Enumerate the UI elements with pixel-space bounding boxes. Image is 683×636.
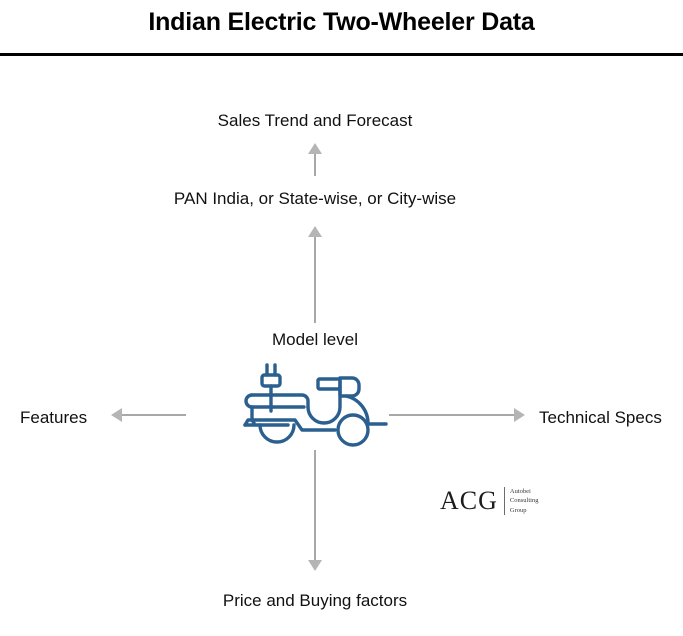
arrow-head-right-icon <box>514 408 525 422</box>
electric-scooter-glyph <box>243 363 388 447</box>
electric-scooter-icon <box>240 362 390 450</box>
acg-logo-subtext-line1: Autobei <box>509 488 531 495</box>
arrow-shaft <box>122 414 186 416</box>
node-label-technical-specs: Technical Specs <box>539 408 662 427</box>
acg-logo-divider <box>503 487 505 516</box>
node-label-geography: PAN India, or State-wise, or City-wise <box>173 189 457 208</box>
arrow-shaft <box>314 154 316 176</box>
title-divider <box>0 53 683 56</box>
acg-logo-subtext-line3: Group <box>509 506 527 514</box>
node-label-price-buying-factors: Price and Buying factors <box>222 591 408 610</box>
arrow-shaft <box>314 450 316 560</box>
node-label-features: Features <box>20 408 88 427</box>
arrow-shaft <box>314 237 316 323</box>
node-label-sales-trend: Sales Trend and Forecast <box>217 111 413 130</box>
arrow-head-down-icon <box>308 560 322 571</box>
acg-logo-mark: ACG <box>440 486 498 516</box>
page-title: Indian Electric Two-Wheeler Data <box>148 8 535 36</box>
arrow-head-up-icon <box>308 226 322 237</box>
acg-logo: ACG Autobei Consulting Group <box>440 486 539 516</box>
acg-logo-subtext-line2: Consulting <box>509 497 539 505</box>
acg-logo-subtext: Autobei Consulting Group <box>510 487 539 515</box>
arrow-head-up-icon <box>308 143 322 154</box>
arrow-shaft <box>389 414 514 416</box>
arrow-head-left-icon <box>111 408 122 422</box>
node-label-model-level: Model level <box>272 330 358 349</box>
